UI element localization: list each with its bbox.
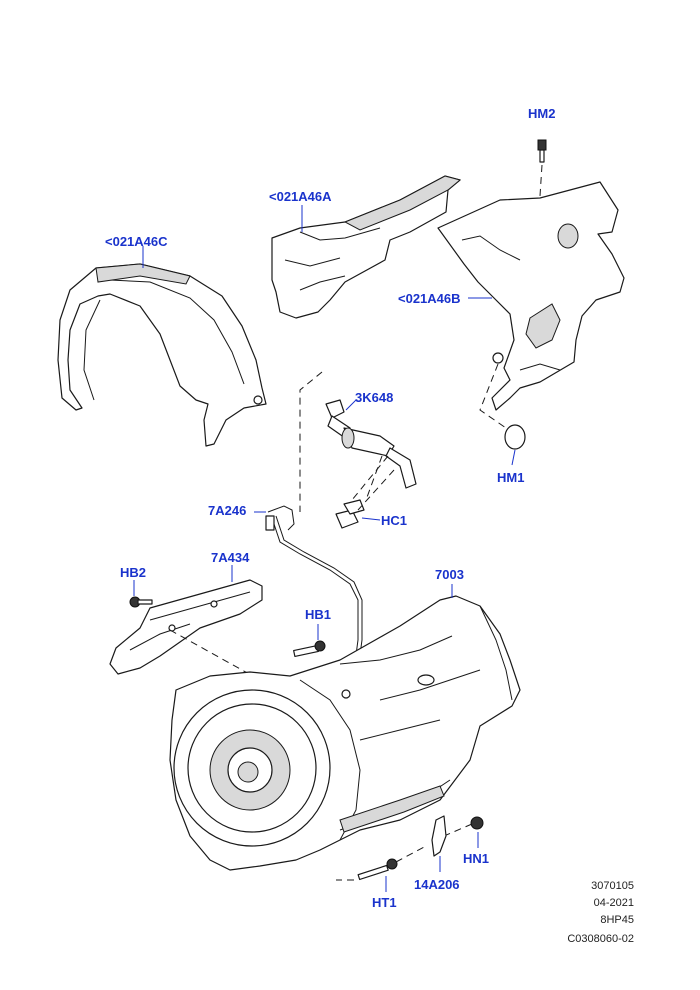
meta-drawing-number: 3070105 <box>591 880 634 892</box>
callout-3k648[interactable]: 3K648 <box>355 390 394 405</box>
callout-hb1[interactable]: HB1 <box>305 607 332 622</box>
callout-14a206[interactable]: 14A206 <box>414 877 460 892</box>
part-hb2-bolt <box>129 596 153 608</box>
part-021a46b-heat-shield <box>437 181 625 411</box>
part-7003-transmission <box>169 595 521 871</box>
callout-7a434[interactable]: 7A434 <box>211 550 250 565</box>
callout-hb2[interactable]: HB2 <box>120 565 147 580</box>
part-021a46c-heat-shield <box>57 263 267 447</box>
meta-model: 8HP45 <box>600 914 634 926</box>
part-hc1-clip <box>335 499 365 529</box>
callout-ht1[interactable]: HT1 <box>372 895 397 910</box>
callout-hm1[interactable]: HM1 <box>497 470 525 485</box>
callout-7a246[interactable]: 7A246 <box>208 503 247 518</box>
callout-hm2[interactable]: HM2 <box>528 106 556 121</box>
hm2-guide-line <box>539 164 543 197</box>
callout-hc1[interactable]: HC1 <box>381 513 408 528</box>
part-hb1-bolt <box>293 640 326 658</box>
part-hm1-plug <box>504 424 526 450</box>
part-hm2-bolt <box>537 139 547 163</box>
callout-021a46b[interactable]: <021A46B <box>398 291 461 306</box>
part-ht1-stud <box>357 858 398 881</box>
part-021a46a-heat-shield <box>271 175 462 319</box>
part-7a434-bracket <box>109 579 263 675</box>
part-14a206-bracket <box>431 815 447 857</box>
callout-7003[interactable]: 7003 <box>435 567 464 582</box>
meta-date: 04-2021 <box>593 897 634 909</box>
meta-catalog-code: C0308060-02 <box>567 933 634 945</box>
part-3k648-breather <box>325 399 417 489</box>
callout-021a46c[interactable]: <021A46C <box>105 234 168 249</box>
part-hn1-nut <box>470 816 484 830</box>
callout-021a46a[interactable]: <021A46A <box>269 189 332 204</box>
callout-hn1[interactable]: HN1 <box>463 851 490 866</box>
